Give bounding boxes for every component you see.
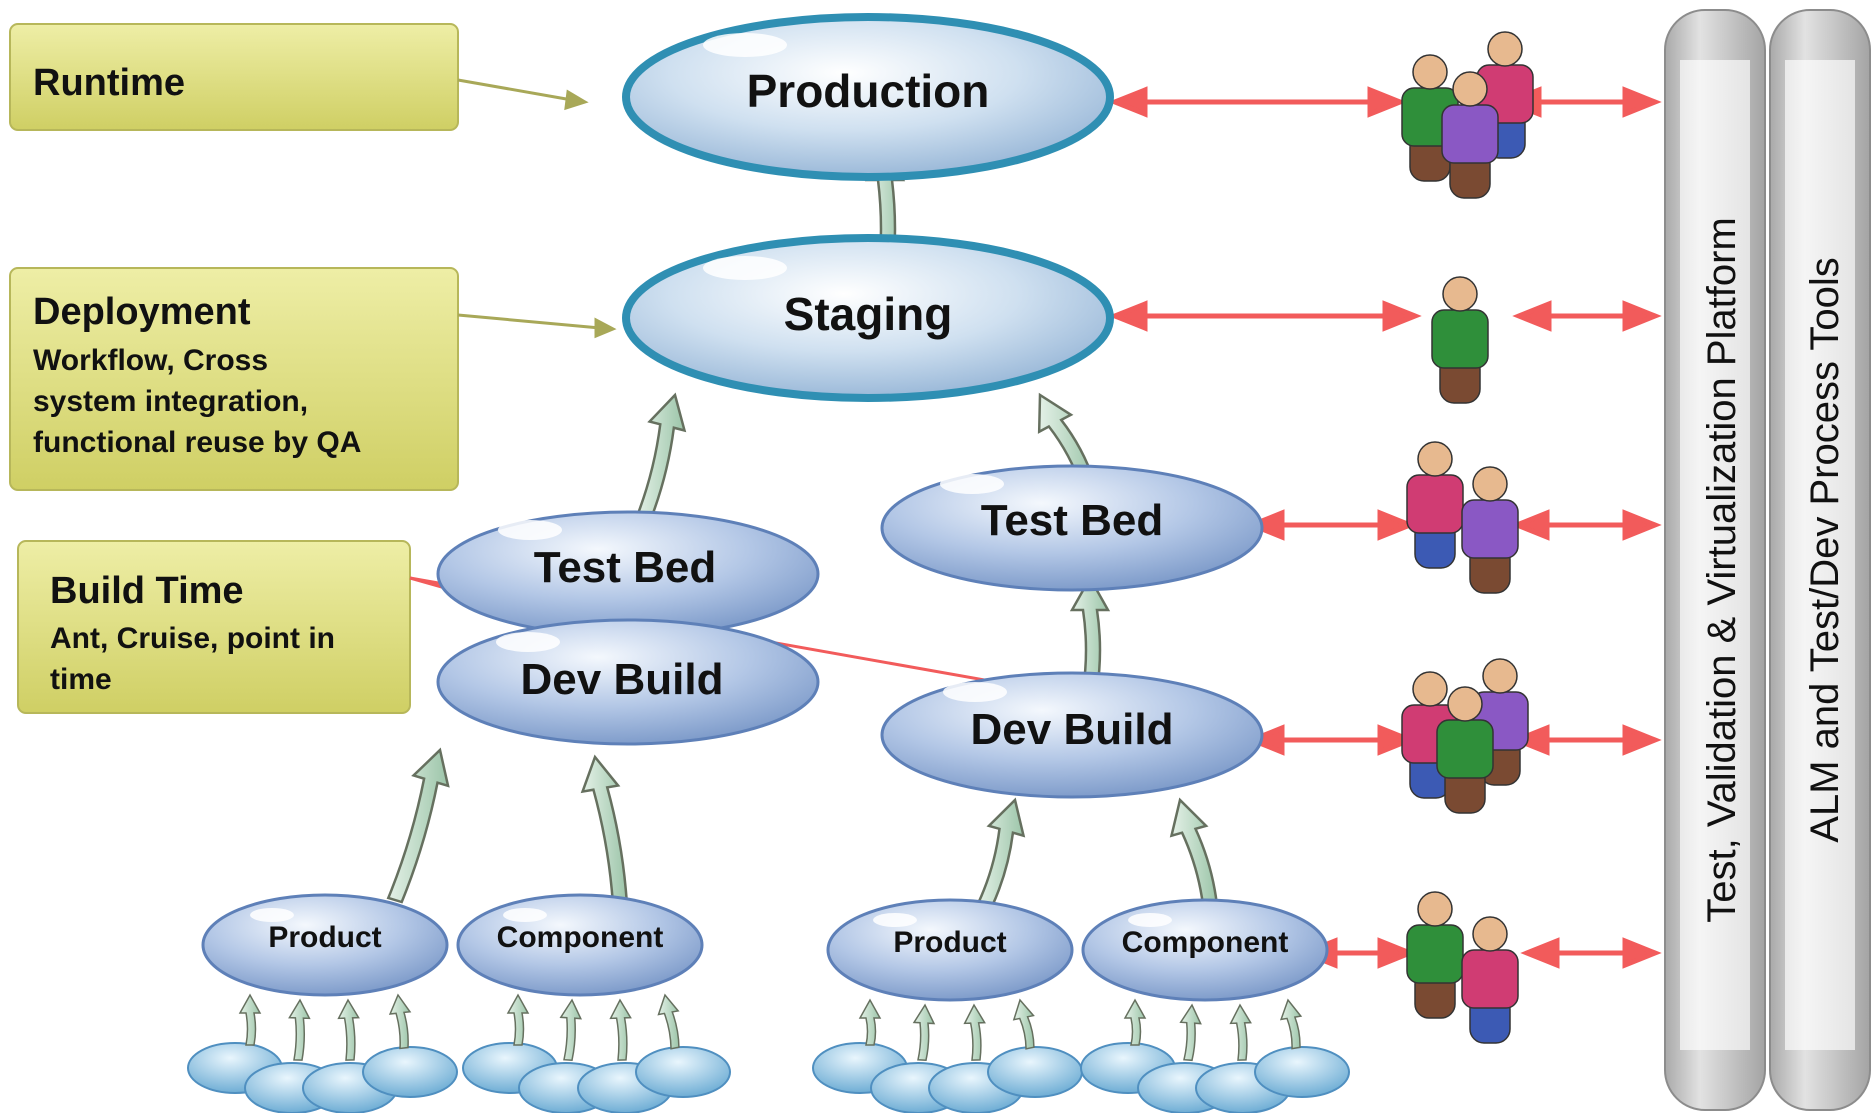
up-arrow [1169, 797, 1219, 909]
up-arrow [912, 1003, 936, 1062]
people-groups [1401, 31, 1534, 1044]
person-icon [1406, 891, 1464, 1019]
callout-body-buildtime-2: time [50, 663, 112, 696]
node-staging: Staging [622, 234, 1114, 402]
people-group-staging-users [1431, 276, 1489, 404]
callout-buildtime: Build Time Ant, Cruise, point in time [17, 540, 411, 714]
people-group-testbed-users [1406, 441, 1519, 594]
person-icon [1436, 686, 1494, 814]
node-label-component-left: Component [497, 921, 664, 954]
callout-body-buildtime-1: Ant, Cruise, point in [50, 622, 335, 655]
person-icon [1461, 466, 1519, 594]
up-arrow [238, 993, 262, 1046]
person-icon [1441, 71, 1499, 199]
callout-pointers [457, 78, 617, 339]
leaf-bubbles [187, 1042, 1350, 1114]
node-product-right: Product [826, 898, 1074, 1002]
callout-body-deployment-1: Workflow, Cross [33, 344, 268, 377]
people-group-devbuild-users [1401, 658, 1529, 814]
node-label-test-bed-right: Test Bed [981, 496, 1164, 545]
person-icon [1431, 276, 1489, 404]
up-arrow [1123, 998, 1147, 1046]
callout-title-buildtime: Build Time [50, 570, 244, 612]
node-label-product-left: Product [268, 921, 381, 954]
callout-body-deployment-3: functional reuse by QA [33, 426, 361, 459]
up-arrow [634, 392, 687, 524]
node-dev-build-left: Dev Build [436, 618, 820, 746]
callout-runtime: Runtime [9, 23, 459, 131]
node-label-staging: Staging [784, 288, 953, 340]
person-icon [1461, 916, 1519, 1044]
up-arrow [657, 993, 680, 1050]
up-arrow [288, 998, 311, 1061]
up-arrow [1279, 998, 1303, 1050]
up-arrow [337, 998, 360, 1061]
up-arrow [858, 998, 882, 1046]
node-test-bed-right: Test Bed [880, 464, 1264, 592]
callout-deployment: Deployment Workflow, Cross system integr… [9, 267, 459, 491]
up-arrow [976, 797, 1026, 909]
up-arrow [388, 993, 412, 1050]
up-arrow [386, 747, 450, 904]
node-label-dev-build-left: Dev Build [521, 655, 724, 704]
node-label-test-bed-left: Test Bed [534, 543, 717, 592]
node-component-right: Component [1081, 898, 1329, 1002]
platform-column-alm-tools: ALM and Test/Dev Process Tools [1769, 9, 1871, 1111]
node-product-left: Product [201, 893, 449, 997]
node-label-component-right: Component [1122, 926, 1289, 959]
up-arrow [1069, 575, 1111, 692]
up-arrow [1229, 1003, 1252, 1061]
up-arrow [1012, 998, 1035, 1050]
up-arrow [609, 998, 632, 1061]
node-component-left: Component [456, 893, 704, 997]
node-dev-build-right: Dev Build [880, 671, 1264, 799]
person-icon [1406, 441, 1464, 569]
callout-body-deployment-2: system integration, [33, 385, 308, 418]
node-label-dev-build-right: Dev Build [971, 705, 1174, 754]
node-label-product-right: Product [893, 926, 1006, 959]
callout-title-runtime: Runtime [33, 62, 185, 104]
up-arrow [963, 1003, 986, 1061]
platform-column-test-validation: Test, Validation & Virtualization Platfo… [1664, 9, 1766, 1111]
people-group-component-users [1406, 891, 1519, 1044]
node-production: Production [622, 13, 1114, 181]
up-arrow [1179, 1003, 1202, 1062]
node-test-bed-left: Test Bed [436, 510, 820, 638]
node-label-production: Production [747, 65, 990, 117]
platform-label-test-validation: Test, Validation & Virtualization Platfo… [1700, 217, 1744, 923]
platform-label-alm-tools: ALM and Test/Dev Process Tools [1803, 257, 1847, 842]
callout-title-deployment: Deployment [33, 291, 251, 333]
up-arrow [559, 998, 583, 1062]
up-arrow [506, 993, 530, 1046]
up-arrow [580, 754, 629, 908]
people-group-production-users [1401, 31, 1534, 199]
